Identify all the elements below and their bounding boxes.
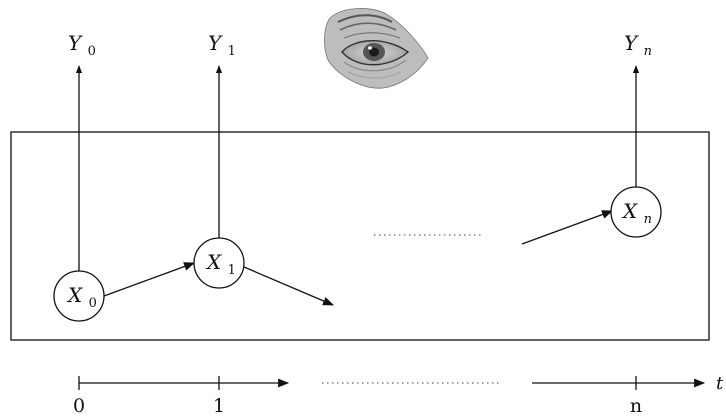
state-symbol: X [621, 199, 638, 223]
svg-text:X 1: X 1 [205, 250, 236, 278]
state-symbol: X [205, 250, 222, 274]
eye-icon [324, 8, 429, 89]
time-axis-label: t [716, 373, 724, 394]
svg-text:X 0: X 0 [66, 283, 97, 311]
time-axis: 0 1 n t [73, 373, 724, 417]
observation-label-0: Y 0 [68, 31, 96, 59]
observation-symbol: Y [624, 31, 639, 55]
time-tick-label-0: 0 [73, 395, 85, 417]
time-tick-label-1: 1 [213, 395, 225, 417]
transition-arrow-prev-n [521, 210, 614, 245]
state-node-0: X 0 [53, 270, 105, 322]
state-node-n: X n [610, 186, 662, 238]
observation-symbol: Y [208, 31, 223, 55]
hidden-process-frame [10, 131, 710, 341]
transition-arrow-1-next [243, 266, 335, 306]
observation-subscript: 0 [88, 44, 96, 59]
svg-text:X n: X n [621, 199, 652, 227]
state-subscript: n [644, 212, 652, 227]
state-subscript: 0 [89, 296, 97, 311]
state-subscript: 1 [228, 263, 236, 278]
observation-subscript: n [644, 44, 652, 59]
observation-subscript: 1 [228, 44, 236, 59]
observation-symbol: Y [68, 31, 83, 55]
time-tick-label-n: n [630, 395, 642, 417]
transition-arrow-0-1 [103, 262, 196, 297]
observation-label-n: Y n [624, 31, 652, 59]
state-symbol: X [66, 283, 83, 307]
state-node-1: X 1 [193, 237, 245, 289]
observation-label-1: Y 1 [208, 31, 236, 59]
